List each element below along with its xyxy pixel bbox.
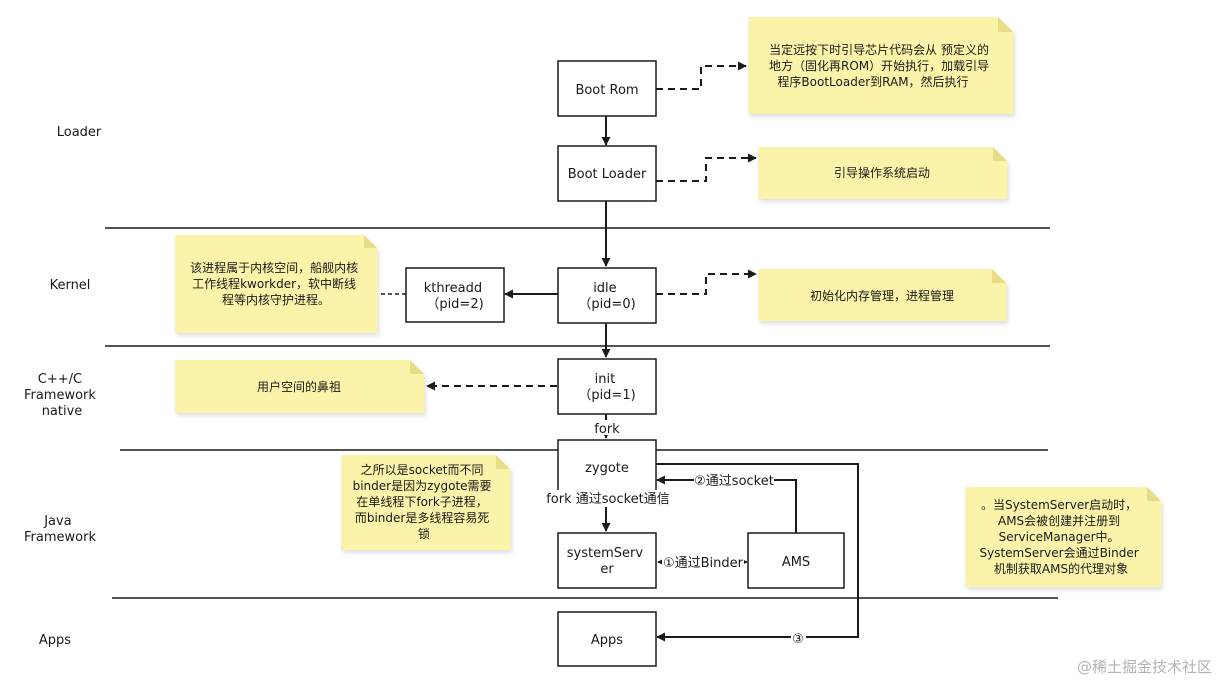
node-line: （pid=2): [426, 297, 483, 312]
node-init-label: init （pid=1): [578, 372, 635, 403]
layer-label-native-line: Framework: [24, 388, 96, 403]
note-fold: [410, 360, 424, 374]
note-fold: [992, 269, 1006, 283]
edge-label-bg: [662, 554, 744, 570]
dashed-bootloader-to-note: [656, 153, 757, 182]
note-line: 工作线程kworkder，软中断线: [192, 276, 356, 291]
edge-label-bg: [694, 472, 774, 488]
dashed-connectors: [426, 61, 757, 391]
dashed-bootrom-to-note: [656, 61, 747, 90]
node-boot-loader-label: Boot Loader: [568, 167, 647, 182]
note-fold: [998, 17, 1013, 32]
note-boot-rom-text: 当定远按下时引导芯片代码会从 预定义的 地方（固化再ROM）开始执行，加载引导 …: [769, 42, 993, 89]
note-line: 在单线程下fork子进程，: [356, 494, 487, 509]
note-kthreadd-text: 该进程属于内核空间，船舰内核 工作线程kworkder，软中断线 程等内核守护进…: [190, 260, 362, 307]
edge-label-bg: [547, 490, 670, 507]
edge-label-fork: fork: [594, 422, 620, 437]
note-init: [175, 360, 424, 413]
node-line: er: [600, 562, 614, 577]
node-line: （pid=1): [578, 388, 635, 403]
layer-label-java: Java Framework: [24, 514, 96, 545]
node-line: idle: [593, 281, 616, 296]
note-line: 程等内核守护进程。: [222, 292, 330, 307]
watermark: @稀土掘金技术社区: [1077, 658, 1212, 676]
node-system-server: [557, 532, 657, 589]
note-line: 。当SystemServer启动时，: [981, 498, 1137, 512]
note-system-server: [965, 487, 1161, 587]
note-line: 程序BootLoader到RAM，然后执行: [777, 74, 968, 89]
node-idle: [557, 267, 657, 324]
edge-label-bg: [592, 420, 622, 435]
note-line: 之所以是socket而不同: [361, 463, 484, 477]
note-line: AMS会被创建并注册到: [998, 513, 1120, 528]
edge-label-step3: ③: [792, 632, 804, 647]
note-fold: [1147, 487, 1161, 501]
node-kthreadd: [405, 267, 505, 323]
note-boot-loader: [758, 147, 1007, 199]
layer-label-apps: Apps: [39, 633, 71, 648]
note-fold: [496, 455, 510, 469]
note-line: 地方（固化再ROM）开始执行，加载引导: [769, 58, 989, 73]
node-zygote: [557, 439, 657, 497]
note-init-text: 用户空间的鼻祖: [257, 379, 341, 394]
node-boot-loader: [557, 145, 657, 202]
node-apps-label: Apps: [591, 633, 623, 648]
node-line: systemServ: [567, 546, 644, 561]
node-line: init: [595, 372, 616, 387]
note-idle: [758, 269, 1006, 321]
layer-label-native-line: native: [42, 404, 83, 419]
node-ams: [747, 532, 845, 589]
note-boot-loader-text: 引导操作系统启动: [834, 165, 930, 180]
note-line: 当定远按下时引导芯片代码会从 预定义的: [769, 42, 989, 57]
node-kthreadd-label: kthreadd （pid=2): [424, 281, 487, 312]
note-line: SystemServer会通过Binder: [979, 546, 1138, 560]
node-line: （pid=0): [578, 297, 635, 312]
node-boot-rom-label: Boot Rom: [575, 83, 638, 98]
node-ams-label: AMS: [782, 555, 810, 570]
node-system-server-label: systemServ er: [567, 546, 647, 577]
note-line: 机制获取AMS的代理对象: [994, 561, 1128, 576]
note-kthreadd: [175, 235, 377, 333]
layer-label-loader: Loader: [57, 125, 102, 140]
note-boot-rom: [748, 17, 1013, 114]
arrow-zygote-to-apps: [656, 463, 859, 642]
note-fold: [993, 147, 1007, 161]
node-zygote-label: zygote: [585, 461, 629, 476]
layer-label-java-line: Framework: [24, 530, 96, 545]
note-line: binder是因为zygote需要: [353, 479, 492, 493]
layer-label-native-line: C++/C: [38, 372, 82, 387]
note-socket-reason: [341, 455, 510, 550]
dashed-idle-to-note: [656, 269, 757, 295]
node-boot-rom: [557, 60, 657, 117]
node-boxes: [405, 60, 845, 667]
layer-label-kernel: Kernel: [50, 278, 91, 293]
node-init: [557, 358, 657, 415]
node-line: kthreadd: [424, 281, 482, 296]
edge-label-via-binder: ①通过Binder: [663, 556, 744, 571]
note-socket-reason-text: 之所以是socket而不同 binder是因为zygote需要 在单线程下for…: [353, 463, 496, 541]
layer-label-java-line: Java: [43, 514, 71, 529]
node-idle-label: idle （pid=0): [578, 281, 635, 312]
note-line: ServiceManager中。: [999, 529, 1120, 544]
note-line: 锁: [418, 526, 430, 541]
edge-label-bg: [791, 631, 806, 646]
note-system-server-text: 。当SystemServer启动时， AMS会被创建并注册到 ServiceMa…: [979, 498, 1142, 576]
note-fold: [364, 235, 377, 248]
edge-label-via-socket: ②通过socket: [694, 474, 774, 489]
note-idle-text: 初始化内存管理，进程管理: [810, 288, 954, 303]
sticky-notes: [175, 17, 1161, 587]
node-apps: [557, 611, 657, 667]
edge-label-fork-socket: fork 通过socket通信: [546, 492, 670, 507]
sticky-note-folds: [364, 17, 1161, 501]
edge-label-backgrounds: [547, 420, 806, 646]
note-line: 该进程属于内核空间，船舰内核: [190, 260, 358, 275]
note-line: 而binder是多线程容易死: [355, 510, 490, 525]
layer-label-native: C++/C Framework native: [24, 372, 100, 419]
